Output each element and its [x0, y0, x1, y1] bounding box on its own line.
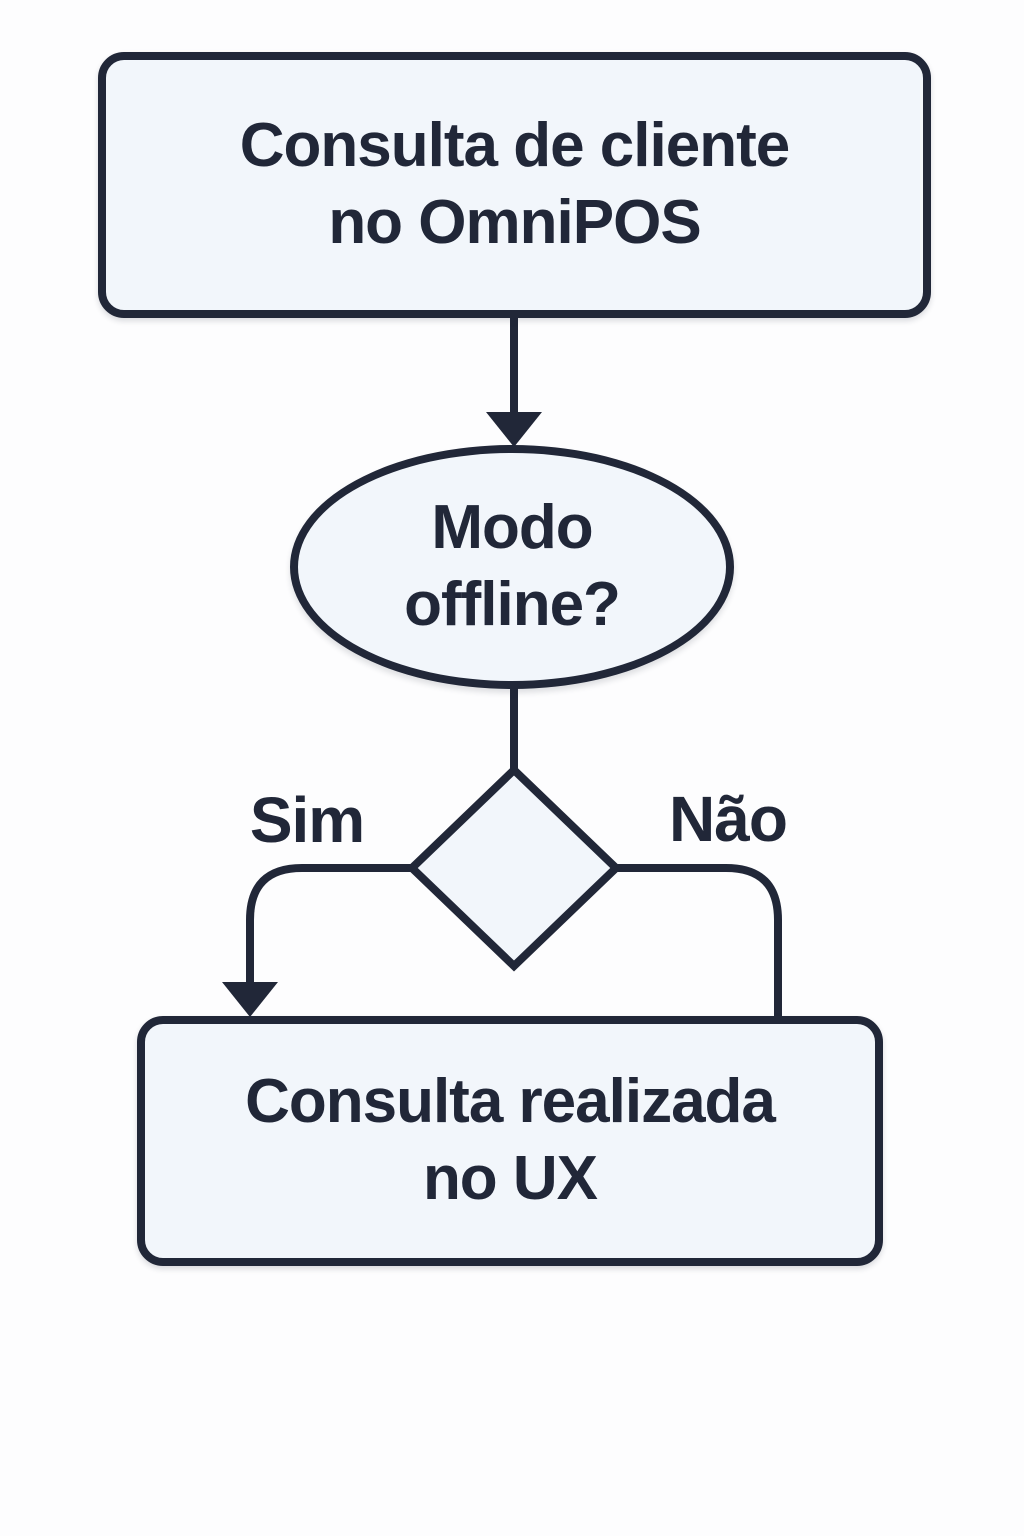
edge-no-branch	[616, 864, 782, 1020]
branch-label-yes: Sim	[249, 784, 365, 856]
node-start-line1: Consulta de cliente	[239, 111, 790, 181]
arrowhead-start-to-decision	[486, 412, 542, 447]
edge-yes-branch	[246, 864, 412, 986]
node-decision-line1: Modo	[431, 493, 593, 563]
node-decision-line2: offline?	[404, 570, 621, 639]
node-end: Consulta realizada no UX	[137, 1016, 883, 1266]
node-end-line1: Consulta realizada	[245, 1067, 776, 1137]
node-start-line2: no OmniPOS	[328, 188, 701, 257]
branch-diamond	[406, 764, 622, 972]
arrowhead-yes-branch	[222, 982, 278, 1017]
node-end-line2: no UX	[422, 1144, 598, 1213]
node-start: Consulta de cliente no OmniPOS	[98, 52, 931, 318]
node-decision: Modo offline?	[290, 445, 734, 689]
branch-label-no: Não	[669, 783, 788, 855]
